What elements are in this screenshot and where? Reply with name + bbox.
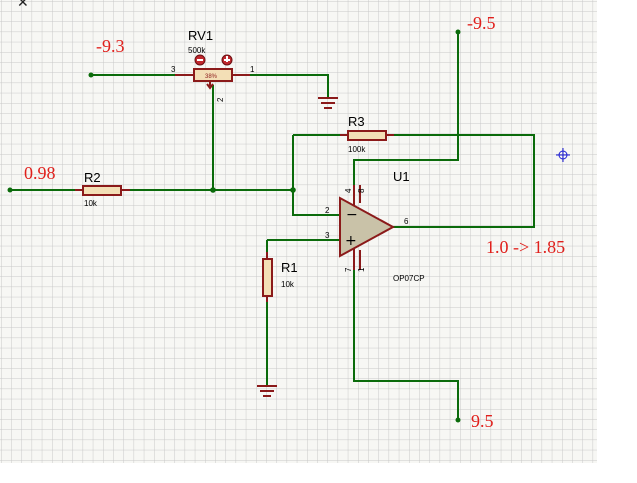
minus-icon [197,59,203,61]
opamp-minus-sign: − [346,207,358,223]
rv1-pin-2: 2 [216,97,225,102]
annotation-output-voltage: 1.0 -> 1.85 [486,237,565,257]
r1-ref-label: R1 [281,260,298,275]
potentiometer-rv1[interactable]: 38% RV1 500k 3 1 2 [171,28,255,102]
u1-pin-4: 4 [344,188,353,193]
u1-pin-8: 8 [357,188,366,193]
close-icon[interactable]: ✕ [17,0,29,11]
r3-ref-label: R3 [348,114,365,129]
annotation-negative-supply: -9.5 [467,13,496,33]
rv1-pin-3: 3 [171,65,176,74]
junctions [7,29,461,423]
opamp-u1[interactable]: − + U1 OP07CP 2 3 6 4 8 7 1 [325,169,425,283]
r2-ref-label: R2 [84,170,101,185]
u1-part-label: OP07CP [393,274,425,283]
rv1-value-label: 500k [188,46,206,55]
wires [10,32,535,420]
u1-pin-1: 1 [357,267,366,272]
u1-pin-6: 6 [404,217,409,226]
rv1-slider-percent: 38% [205,74,218,80]
annotation-rv1-voltage: -9.3 [96,36,125,56]
resistor-r2[interactable]: R2 10k [75,170,130,208]
r2-value-label: 10k [84,199,98,208]
r1-value-label: 10k [281,280,295,289]
rv1-pin-1: 1 [250,65,255,74]
u1-pin-7: 7 [344,267,353,272]
resistor-r1[interactable]: R1 10k [262,252,298,302]
ground-symbol [257,385,277,397]
ground-symbol [318,97,338,109]
u1-pin-2: 2 [325,206,330,215]
rv1-ref-label: RV1 [188,28,213,43]
crosshair-cursor-icon [556,148,570,162]
annotation-input-voltage: 0.98 [24,163,56,183]
opamp-plus-sign: + [345,233,357,249]
u1-ref-label: U1 [393,169,410,184]
annotation-positive-supply: 9.5 [471,411,494,431]
r3-value-label: 100k [348,145,366,154]
resistor-r3[interactable]: R3 100k [340,114,394,154]
u1-pin-3: 3 [325,231,330,240]
